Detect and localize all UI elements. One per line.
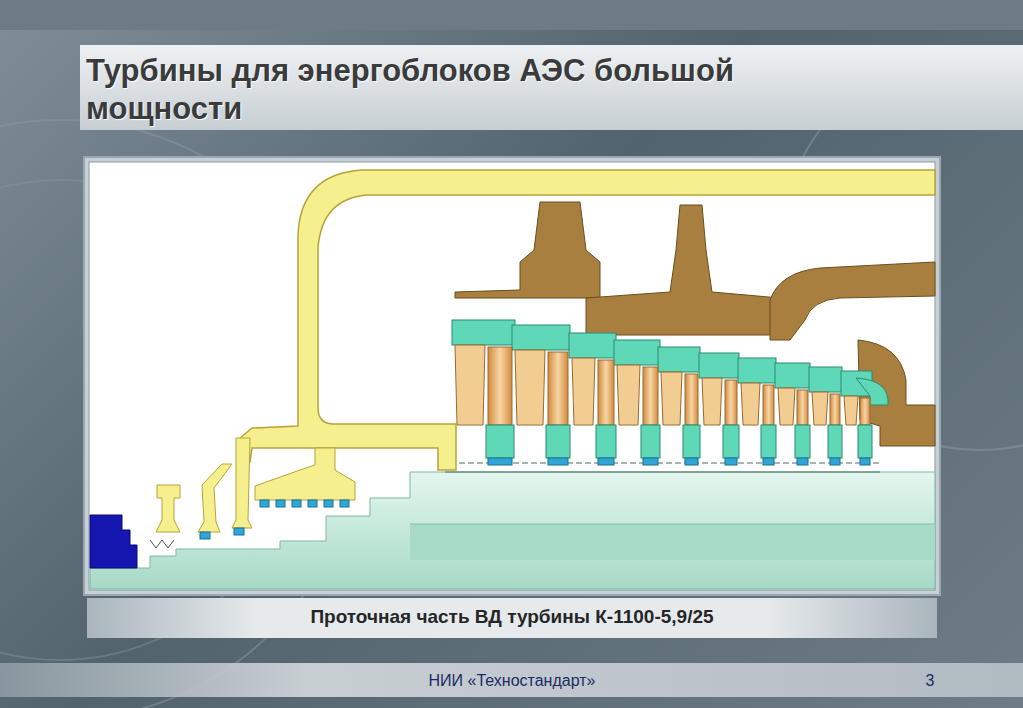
- turbine-part: [797, 458, 808, 465]
- turbine-part: [741, 383, 760, 425]
- turbine-part: [515, 350, 545, 425]
- turbine-part: [569, 333, 616, 358]
- turbine-part: [844, 396, 858, 425]
- turbine-part: [89, 162, 935, 590]
- turbine-part: [200, 532, 210, 539]
- turbine-part: [860, 458, 870, 465]
- turbine-part: [641, 425, 660, 458]
- turbine-part: [812, 392, 828, 425]
- turbine-part: [858, 425, 872, 458]
- turbine-part: [292, 500, 301, 507]
- turbine-part: [614, 340, 660, 365]
- turbine-part: [809, 367, 842, 392]
- turbine-part: [80, 45, 1023, 130]
- turbine-part: [410, 524, 935, 525]
- turbine-part: [255, 448, 355, 500]
- turbine-part: [738, 358, 776, 383]
- turbine-part: [488, 347, 512, 425]
- turbine-part: [725, 380, 737, 425]
- turbine-part: [778, 388, 795, 425]
- turbine-part: [658, 347, 700, 372]
- turbine-part: [860, 398, 870, 425]
- footer-organization: НИИ «Техностандарт»: [380, 670, 644, 692]
- turbine-part: [761, 425, 776, 458]
- turbine-part: [685, 458, 698, 465]
- turbine-part: [572, 358, 595, 425]
- turbine-part: [586, 205, 780, 335]
- turbine-part: [830, 458, 840, 465]
- turbine-part: [90, 515, 137, 568]
- turbine-part: [723, 425, 739, 458]
- turbine-part: [685, 374, 698, 425]
- turbine-part: [340, 500, 349, 507]
- turbine-part: [775, 363, 810, 388]
- turbine-part: [617, 365, 640, 425]
- turbine-part: [198, 464, 232, 532]
- turbine-part: [238, 170, 935, 470]
- turbine-part: [452, 320, 515, 345]
- turbine-part: [830, 394, 840, 425]
- turbine-part: [598, 458, 614, 465]
- turbine-part: [683, 425, 700, 458]
- turbine-part: [512, 325, 570, 350]
- turbine-part: [598, 360, 614, 425]
- turbine-part: [725, 458, 737, 465]
- turbine-part: [596, 425, 616, 458]
- turbine-part: [260, 500, 269, 507]
- turbine-part: [546, 425, 570, 458]
- turbine-part: [486, 425, 514, 458]
- turbine-part: [770, 262, 935, 340]
- turbine-part: [795, 425, 810, 458]
- turbine-part: [308, 500, 317, 507]
- turbine-part: [763, 458, 774, 465]
- turbine-part: [232, 438, 252, 528]
- turbine-part: [150, 540, 174, 548]
- turbine-part: [548, 352, 568, 425]
- turbine-part: [797, 390, 808, 425]
- turbine-part: [763, 385, 774, 425]
- turbine-part: [828, 425, 842, 458]
- slide-title: Турбины для энергоблоков АЭС большой мощ…: [86, 52, 856, 128]
- turbine-part: [488, 458, 512, 465]
- turbine-part: [455, 345, 485, 425]
- turbine-part: [156, 485, 180, 532]
- turbine-part: [234, 528, 244, 535]
- turbine-part: [410, 524, 935, 560]
- figure-caption: Проточная часть ВД турбины К-1100-5,9/25: [87, 604, 937, 630]
- turbine-part: [643, 367, 658, 425]
- turbine-part: [324, 500, 333, 507]
- turbine-part: [450, 463, 880, 464]
- turbine-part: [276, 500, 285, 507]
- turbine-part: [0, 663, 1023, 697]
- turbine-part: [643, 458, 658, 465]
- turbine-part: [548, 458, 568, 465]
- turbine-part: [699, 353, 739, 378]
- turbine-part: [84, 157, 940, 595]
- turbine-part: [661, 372, 682, 425]
- turbine-part: [445, 472, 880, 473]
- turbine-part: [455, 202, 600, 298]
- page-number: 3: [915, 670, 945, 692]
- turbine-part: [87, 598, 937, 638]
- turbine-part: [702, 378, 722, 425]
- turbine-part: [0, 0, 1023, 30]
